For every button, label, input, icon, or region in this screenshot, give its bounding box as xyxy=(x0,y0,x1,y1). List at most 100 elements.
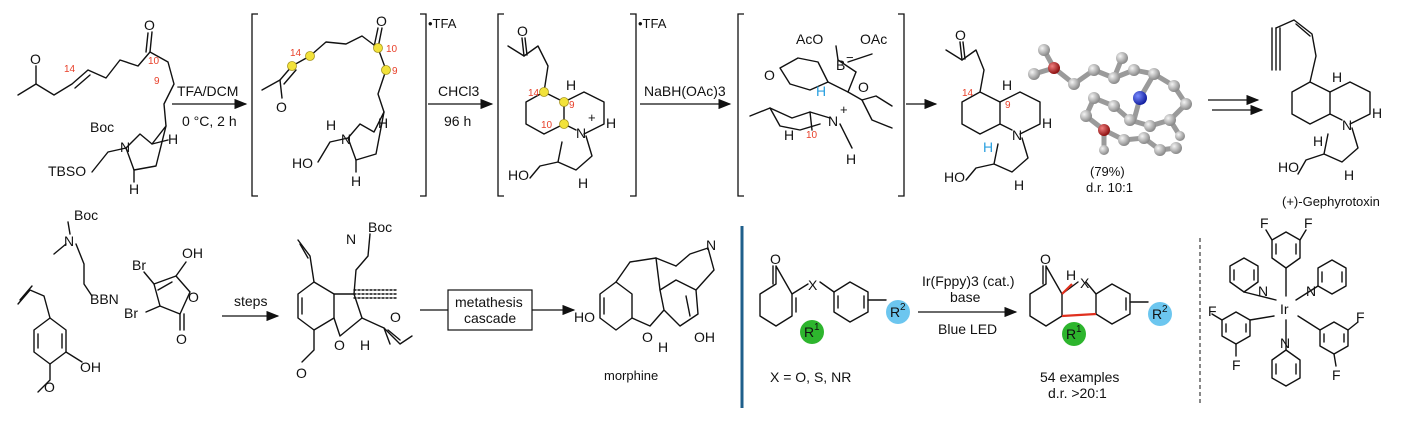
catalyst-label: Ir(Fppy)3 (cat.) xyxy=(922,273,1015,289)
r2-label: R xyxy=(890,304,900,320)
atom-label: Boc xyxy=(74,207,98,223)
atom-label: O xyxy=(1040,251,1051,267)
compound-name: morphine xyxy=(604,368,658,383)
atom-label: O xyxy=(770,251,781,267)
highlight-dot xyxy=(287,61,297,71)
atom-label: O xyxy=(642,329,653,345)
atom-label: X xyxy=(1080,275,1090,291)
atom-label: H xyxy=(658,339,668,355)
r2-label: R xyxy=(1152,306,1162,322)
r1-label: R xyxy=(1066,326,1076,342)
carbon-number: 9 xyxy=(154,76,160,87)
atom-label: F xyxy=(1332,367,1341,383)
charge-label: + xyxy=(840,102,848,117)
atom-label: H xyxy=(360,337,370,353)
atom-label: N xyxy=(1306,283,1316,299)
atom-label: N xyxy=(706,237,716,253)
atom-label: HO xyxy=(944,169,965,185)
charge-label: + xyxy=(588,110,596,125)
gephyrotoxin-structure xyxy=(1271,19,1371,175)
bracket-right xyxy=(630,13,637,197)
atom-label: H xyxy=(1042,115,1052,131)
dr-label: d.r. 10:1 xyxy=(1086,180,1133,195)
atom-label: F xyxy=(1304,215,1313,231)
atom-label: N xyxy=(346,231,356,247)
atom-label: OH xyxy=(694,329,715,345)
atom-label: HO xyxy=(508,167,529,183)
metathesis-label-line1: metathesis xyxy=(455,294,523,310)
r2-superscript: 2 xyxy=(900,302,906,313)
r1-substituent-circle xyxy=(1062,322,1086,346)
atom-label: B xyxy=(836,57,845,73)
highlight-dot xyxy=(381,65,391,75)
atom-label: N xyxy=(341,131,351,147)
solvent-label: CHCl3 xyxy=(438,83,479,99)
r1-superscript: 1 xyxy=(814,322,820,333)
atom-label: H xyxy=(168,131,178,147)
carbon-number: 10 xyxy=(541,120,553,131)
time-label: 96 h xyxy=(444,113,471,129)
atom-label: O xyxy=(334,337,345,353)
carbon-number: 9 xyxy=(569,100,575,111)
r2-substituent-circle xyxy=(1148,302,1172,326)
atom-label: H xyxy=(1313,133,1323,149)
atom-label: H xyxy=(1014,177,1024,193)
bracket-left xyxy=(737,13,744,197)
tfa-salt-label: •TFA xyxy=(428,16,457,31)
highlight-dot xyxy=(373,43,383,53)
atom-label: N xyxy=(576,125,586,141)
metathesis-label-line2: cascade xyxy=(464,310,516,326)
aryl-enone-substrate xyxy=(759,265,887,327)
x-definition: X = O, S, NR xyxy=(770,369,851,385)
highlight-dot xyxy=(559,119,569,129)
hydride-label: H xyxy=(816,83,826,99)
dr-label: d.r. >20:1 xyxy=(1048,385,1107,401)
atom-label: X xyxy=(808,277,818,293)
charge-label: − xyxy=(846,50,854,65)
allyl-guaiacol-structure xyxy=(17,285,83,393)
r1-substituent-circle xyxy=(800,320,824,344)
bracket-right xyxy=(898,13,905,197)
carbon-number: 9 xyxy=(1005,100,1011,111)
atom-label: F xyxy=(1356,309,1365,325)
atom-label: O xyxy=(176,331,187,347)
atom-label: H xyxy=(129,181,139,197)
hydride-label: H xyxy=(983,139,993,155)
tricyclic-product xyxy=(945,41,1041,181)
atom-label: HO xyxy=(574,309,595,325)
carbon-number: 10 xyxy=(148,56,160,67)
atom-label: F xyxy=(1260,215,1269,231)
new-bond-highlight xyxy=(1061,312,1097,318)
atom-label: OH xyxy=(182,245,203,261)
transition-state xyxy=(749,45,893,149)
compound-name: (+)-Gephyrotoxin xyxy=(1282,194,1380,209)
bracket-left xyxy=(251,13,258,197)
atom-label: O xyxy=(517,23,528,39)
atom-label: O xyxy=(188,289,199,305)
atom-label: Boc xyxy=(90,119,114,135)
atom-label: AcO xyxy=(796,31,823,47)
r1-label: R xyxy=(804,324,814,340)
examples-label: 54 examples xyxy=(1040,369,1119,385)
atom-label: O xyxy=(764,67,775,83)
atom-label: N xyxy=(1342,117,1352,133)
tfa-salt-label: •TFA xyxy=(638,16,667,31)
carbon-number: 14 xyxy=(64,64,76,75)
base-label: base xyxy=(950,289,981,305)
atom-label: O xyxy=(376,13,387,29)
atom-label: BBN xyxy=(90,291,119,307)
atom-label: H xyxy=(846,151,856,167)
atom-label: Ir xyxy=(1280,301,1289,317)
atom-label: H xyxy=(1372,105,1382,121)
highlight-dot xyxy=(305,51,315,61)
atom-label: H xyxy=(784,127,794,143)
carbon-number: 10 xyxy=(806,130,818,141)
atom-label: OAc xyxy=(860,31,887,47)
atom-label: O xyxy=(390,309,401,325)
atom-label: N xyxy=(1280,335,1290,351)
atom-label: H xyxy=(578,175,588,191)
atom-label: N xyxy=(64,233,74,249)
morphine-structure xyxy=(599,247,715,331)
benzofuran-intermediate xyxy=(297,233,413,363)
